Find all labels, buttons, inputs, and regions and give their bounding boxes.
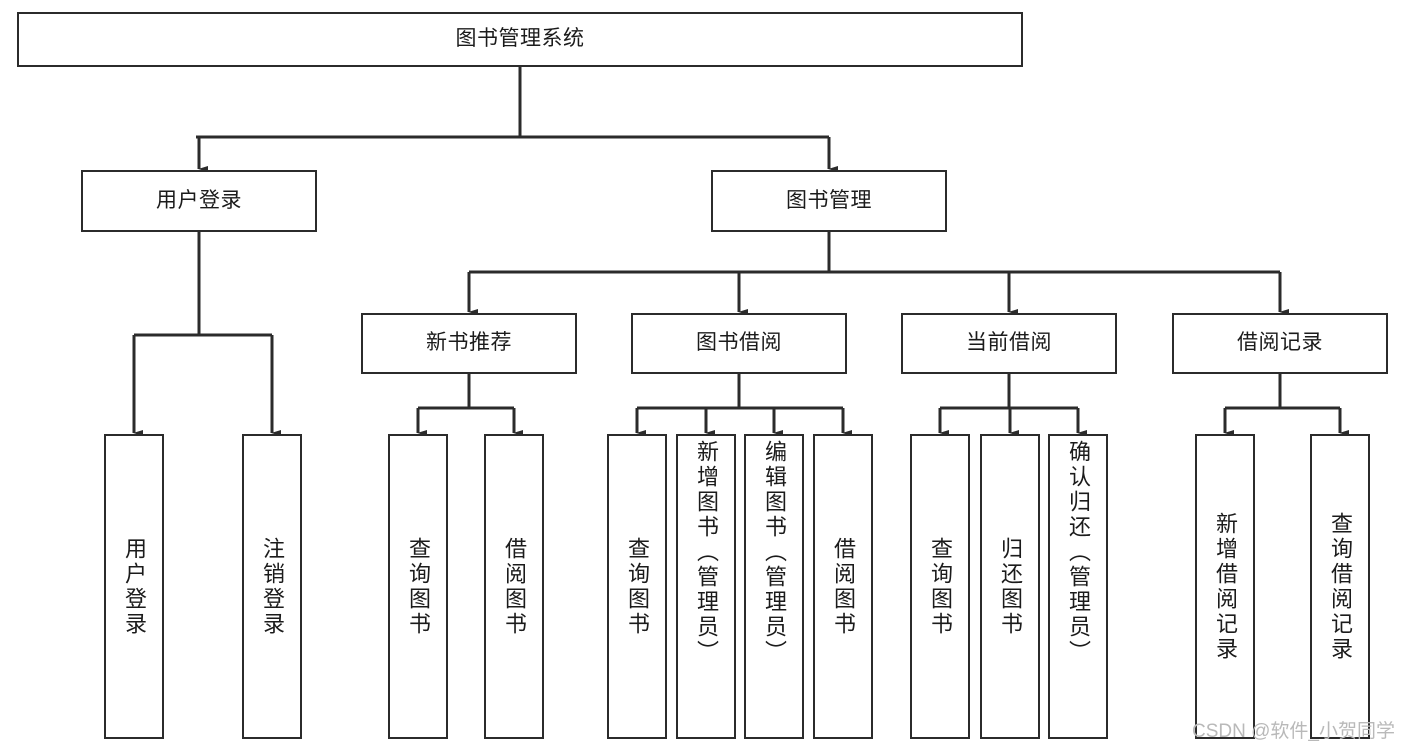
node-label: 用户登录 [122,536,147,637]
node-book-borrow[interactable]: 图书借阅 [631,313,847,374]
node-leaf-query-book-borrow[interactable]: 查询图书 [607,434,667,739]
node-label: 借阅记录 [1237,331,1323,355]
node-leaf-confirm-return[interactable]: 确认归还（管理员） [1048,434,1108,739]
node-label: 归还图书 [998,536,1023,637]
node-label: 新书推荐 [426,331,512,355]
node-leaf-borrow-book-rec[interactable]: 借阅图书 [484,434,544,739]
node-label: 查询图书 [406,536,431,637]
node-label: 图书管理 [786,188,872,212]
node-leaf-user-login[interactable]: 用户登录 [104,434,164,739]
node-borrow-record[interactable]: 借阅记录 [1172,313,1388,374]
node-label: 查询图书 [625,536,650,637]
node-leaf-logout[interactable]: 注销登录 [242,434,302,739]
node-leaf-query-book-cur[interactable]: 查询图书 [910,434,970,739]
connector-lines [132,67,1350,436]
node-label: 当前借阅 [966,331,1052,355]
node-leaf-return-book[interactable]: 归还图书 [980,434,1040,739]
node-label: 新增图书（管理员） [694,440,719,665]
node-label: 确认归还（管理员） [1066,440,1091,665]
node-label: 新增借阅记录 [1213,511,1238,662]
node-label: 查询图书 [928,536,953,637]
node-label: 查询借阅记录 [1328,511,1353,662]
node-new-book-rec[interactable]: 新书推荐 [361,313,577,374]
node-leaf-add-record[interactable]: 新增借阅记录 [1195,434,1255,739]
node-root[interactable]: 图书管理系统 [17,12,1023,67]
node-leaf-edit-book[interactable]: 编辑图书（管理员） [744,434,804,739]
node-leaf-query-record[interactable]: 查询借阅记录 [1310,434,1370,739]
node-label: 借阅图书 [831,536,856,637]
node-leaf-add-book[interactable]: 新增图书（管理员） [676,434,736,739]
node-label: 编辑图书（管理员） [762,440,787,665]
node-leaf-query-book-rec[interactable]: 查询图书 [388,434,448,739]
node-book-manage[interactable]: 图书管理 [711,170,947,232]
node-label: 注销登录 [260,536,285,637]
node-label: 图书管理系统 [455,27,585,51]
node-user-login[interactable]: 用户登录 [81,170,317,232]
node-label: 借阅图书 [502,536,527,637]
node-leaf-borrow-book[interactable]: 借阅图书 [813,434,873,739]
node-label: 用户登录 [156,188,242,212]
watermark-text: CSDN @软件_小贺同学 [1192,721,1395,742]
node-current-borrow[interactable]: 当前借阅 [901,313,1117,374]
node-label: 图书借阅 [696,331,782,355]
